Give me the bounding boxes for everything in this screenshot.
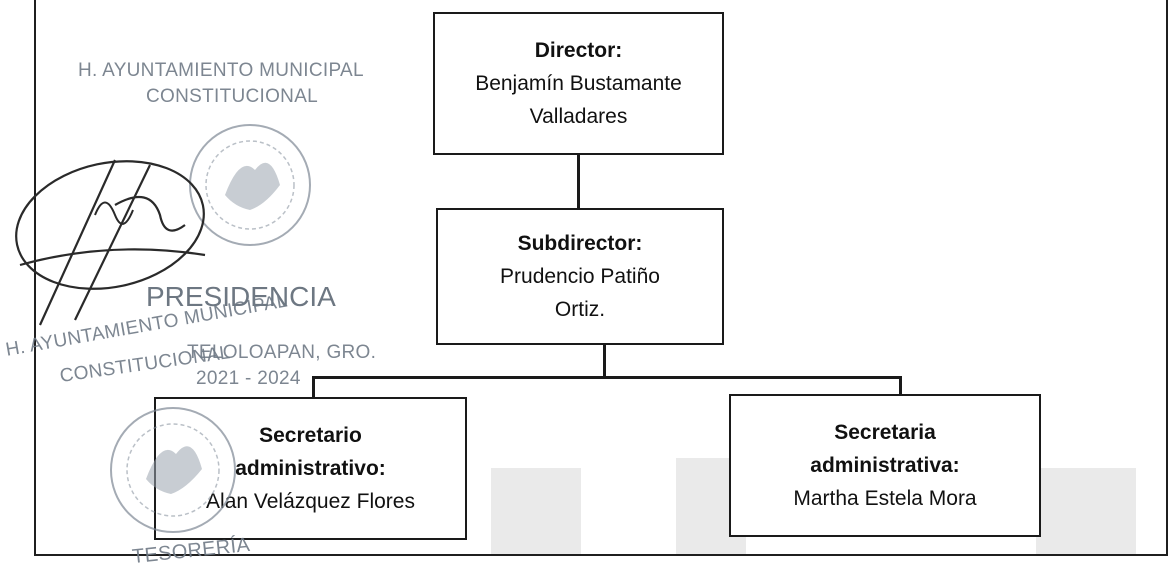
- director-role: Director:: [534, 39, 623, 62]
- stamp-top-line1: H. AYUNTAMIENTO MUNICIPAL: [78, 60, 364, 81]
- secretaria-name: Martha Estela Mora: [793, 487, 977, 510]
- subdirector-name-line2: Ortiz.: [554, 298, 606, 321]
- secretario-name: Alan Velázquez Flores: [206, 490, 415, 513]
- connector-left-drop: [312, 376, 315, 398]
- background-watermark: [1036, 468, 1136, 554]
- secretaria-box: Secretaria administrativa: Martha Estela…: [729, 394, 1041, 537]
- stamp-presidencia: PRESIDENCIA: [146, 281, 336, 312]
- connector-director-subdirector: [577, 153, 580, 211]
- stamp-top-line2: CONSTITUCIONAL: [146, 86, 319, 107]
- subdirector-box: Subdirector: Prudencio Patiño Ortiz.: [436, 208, 724, 345]
- stamp-place: TELOLOAPAN, GRO.: [187, 342, 377, 363]
- signature-icon: [15, 159, 206, 326]
- director-name-line1: Benjamín Bustamante: [475, 72, 682, 95]
- subdirector-name-line1: Prudencio Patiño: [500, 265, 660, 288]
- director-name-line2: Valladares: [529, 105, 628, 128]
- subdirector-role: Subdirector:: [517, 232, 643, 255]
- eagle-seal-icon: [189, 124, 311, 246]
- secretaria-role-line2: administrativa:: [810, 454, 960, 477]
- secretario-box: Secretario administrativo: Alan Velázque…: [154, 397, 467, 540]
- secretario-role-line1: Secretario: [259, 424, 362, 447]
- connector-horizontal: [312, 376, 902, 379]
- secretaria-role-line1: Secretaria: [834, 421, 936, 444]
- connector-right-drop: [899, 376, 902, 396]
- background-watermark: [491, 468, 581, 554]
- stamp-years: 2021 - 2024: [196, 368, 301, 389]
- eagle-seal-icon-bottom: [110, 407, 236, 533]
- connector-subdirector-down: [603, 343, 606, 379]
- secretario-role-line2: administrativo:: [235, 457, 386, 480]
- director-box: Director: Benjamín Bustamante Valladares: [433, 12, 724, 155]
